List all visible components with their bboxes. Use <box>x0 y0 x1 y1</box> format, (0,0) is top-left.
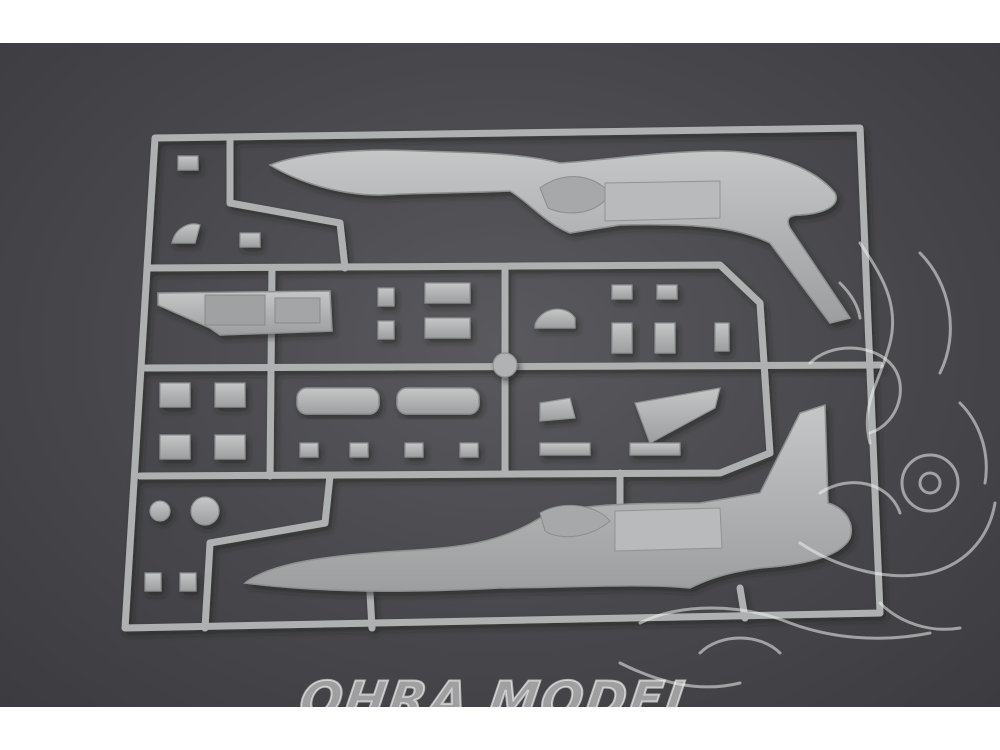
cockpit-tub <box>157 290 333 336</box>
product-photo: OHRA MODEL <box>0 43 1000 707</box>
fuselage-upper <box>268 149 852 324</box>
watermark-logo <box>618 241 997 689</box>
sprue-illustration <box>121 124 997 689</box>
small-parts <box>144 155 730 592</box>
watermark-text: OHRA MODEL <box>295 670 704 707</box>
fuselage-lower <box>243 403 852 592</box>
drop-tanks <box>296 387 480 415</box>
